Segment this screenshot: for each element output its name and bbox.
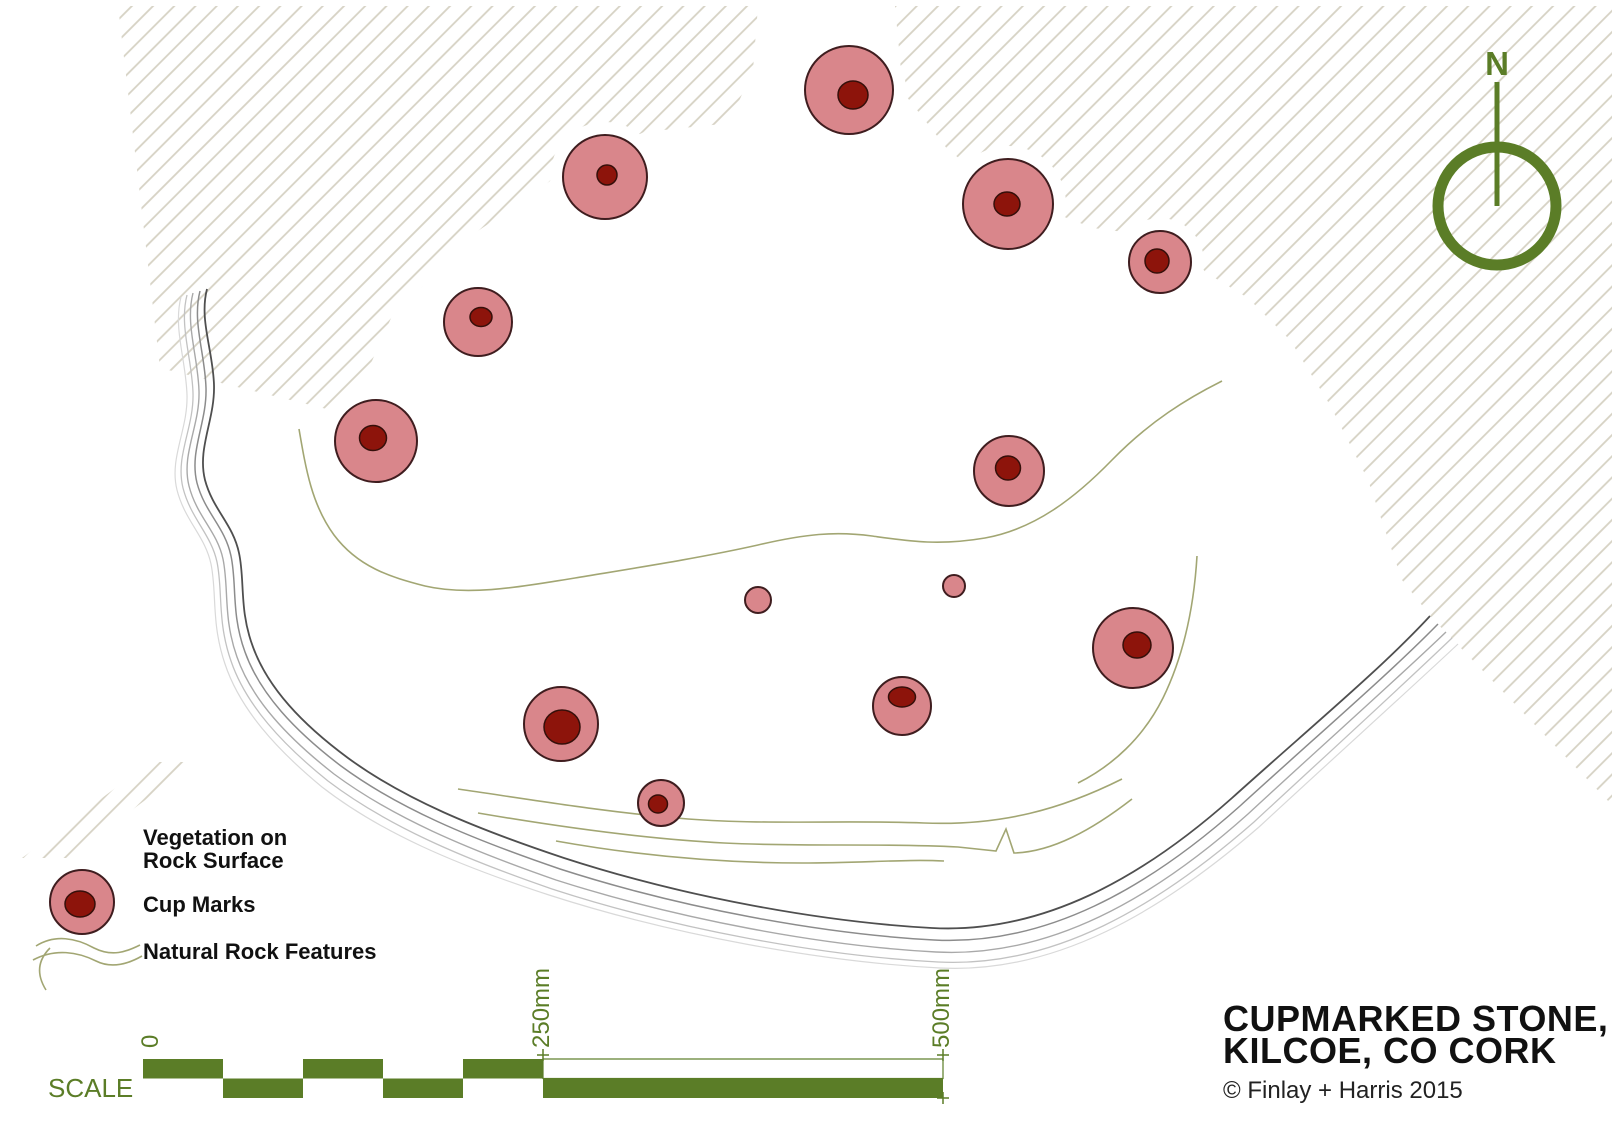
legend-vegetation-swatch bbox=[22, 762, 196, 858]
cup-mark-core bbox=[543, 709, 581, 745]
cup-mark-core bbox=[993, 191, 1021, 217]
legend-vegetation-line1: Vegetation on bbox=[143, 825, 287, 850]
scale-cell bbox=[143, 1059, 223, 1079]
cup-mark bbox=[744, 586, 772, 614]
cup-mark-core bbox=[1144, 248, 1170, 274]
tick-500-bottom bbox=[937, 1092, 949, 1104]
north-circle bbox=[1432, 141, 1562, 271]
cup-mark-core bbox=[358, 424, 388, 452]
legend-rock-swatch-line-3 bbox=[38, 947, 51, 991]
natural-feature-bottom-1 bbox=[457, 778, 1123, 825]
scale-cell-open bbox=[542, 1058, 944, 1080]
rock-edge-lines bbox=[174, 288, 1459, 969]
title-line-2: KILCOE, CO CORK bbox=[1223, 1030, 1557, 1071]
cup-mark-core bbox=[887, 686, 917, 708]
natural-feature-mid-curve bbox=[298, 380, 1223, 592]
legend: Vegetation on Rock Surface Cup Marks Nat… bbox=[143, 825, 377, 964]
tick-250 bbox=[537, 1049, 549, 1061]
cup-marks-layer bbox=[334, 45, 1192, 827]
scale-cell bbox=[543, 1078, 943, 1098]
north-label: N bbox=[1485, 45, 1509, 82]
legend-rock-swatch-line-2 bbox=[32, 951, 143, 966]
title-credit: © Finlay + Harris 2015 bbox=[1223, 1077, 1463, 1104]
natural-feature-right-curve bbox=[1077, 555, 1198, 784]
scale-tick-500mm: 500mm bbox=[928, 968, 955, 1048]
natural-rock-features bbox=[32, 380, 1223, 991]
rock-edge-line-inner2 bbox=[194, 290, 1439, 942]
vegetation-hatch-top-left bbox=[118, 6, 758, 413]
legend-cup-swatch-layer bbox=[49, 869, 115, 935]
scale-bar: SCALE 0 250mm 500mm bbox=[48, 968, 955, 1104]
cup-mark-core bbox=[596, 164, 618, 186]
scale-label: SCALE bbox=[48, 1073, 133, 1103]
natural-feature-bottom-3 bbox=[555, 840, 945, 864]
legend-vegetation-line2: Rock Surface bbox=[143, 848, 284, 873]
scale-cell bbox=[383, 1078, 463, 1098]
north-arrow: N bbox=[1432, 45, 1562, 271]
scale-cell bbox=[303, 1059, 383, 1079]
legend-natural-rock-label: Natural Rock Features bbox=[143, 939, 377, 964]
scale-ticks bbox=[537, 1049, 949, 1104]
cup-mark bbox=[942, 574, 966, 598]
cup-mark-core bbox=[1122, 631, 1152, 659]
cup-mark-core bbox=[994, 455, 1022, 481]
natural-feature-bottom-2 bbox=[477, 798, 1133, 854]
cup-mark-core bbox=[647, 794, 669, 814]
scale-cell bbox=[223, 1078, 303, 1098]
scale-cell bbox=[463, 1059, 543, 1079]
tick-500-top bbox=[937, 1049, 949, 1061]
title-line-1: CUPMARKED STONE, bbox=[1223, 998, 1608, 1039]
scale-tick-250mm: 250mm bbox=[528, 968, 555, 1048]
rock-edge-line-inner bbox=[202, 288, 1431, 930]
rock-edge-line-outer2 bbox=[174, 296, 1459, 969]
title-block: CUPMARKED STONE, KILCOE, CO CORK © Finla… bbox=[1223, 998, 1608, 1104]
legend-cup-swatch-core bbox=[64, 890, 96, 918]
rock-edge-line-mid bbox=[186, 292, 1447, 954]
cup-mark-core bbox=[469, 306, 493, 328]
cup-mark-core bbox=[837, 80, 869, 110]
scale-tick-0: 0 bbox=[137, 1035, 164, 1048]
legend-cup-marks-label: Cup Marks bbox=[143, 892, 255, 917]
legend-rock-swatch-line-1 bbox=[35, 937, 141, 954]
rock-edge-line-outer bbox=[180, 294, 1453, 964]
vegetation-hatch-top-right bbox=[895, 6, 1612, 805]
